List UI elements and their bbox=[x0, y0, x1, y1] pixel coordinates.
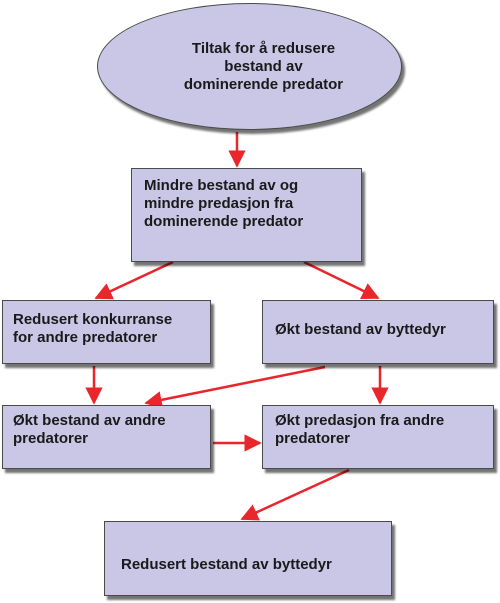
arrow-less-to-prey bbox=[303, 260, 380, 300]
node-label: Mindre bestand av og mindre predasjon fr… bbox=[144, 177, 304, 230]
node-label: Økt predasjon fra andre predatorer bbox=[275, 412, 445, 447]
node-more-other-predators: Økt bestand av andre predatorer bbox=[2, 405, 211, 469]
node-less-dominant-predator: Mindre bestand av og mindre predasjon fr… bbox=[131, 168, 362, 262]
node-reduced-competition: Redusert konkurranse for andre predatore… bbox=[2, 300, 211, 364]
node-label: Redusert konkurranse for andre predatore… bbox=[13, 311, 173, 346]
node-more-prey: Økt bestand av byttedyr bbox=[262, 300, 494, 364]
node-more-predation: Økt predasjon fra andre predatorer bbox=[262, 405, 494, 469]
node-label: Redusert bestand av byttedyr bbox=[121, 556, 332, 573]
arrow-prey-to-otherpred bbox=[144, 365, 326, 409]
node-label: Tiltak for å redusere bestand av dominer… bbox=[183, 39, 344, 93]
node-reduced-prey: Redusert bestand av byttedyr bbox=[104, 521, 392, 596]
arrow-predation-to-result bbox=[240, 468, 350, 521]
node-label: Økt bestand av byttedyr bbox=[275, 321, 446, 338]
arrow-less-to-competition bbox=[94, 260, 174, 300]
node-label: Økt bestand av andre predatorer bbox=[13, 412, 166, 447]
node-measure-reduce-dominant-predator: Tiltak for å redusere bestand av dominer… bbox=[97, 3, 402, 130]
